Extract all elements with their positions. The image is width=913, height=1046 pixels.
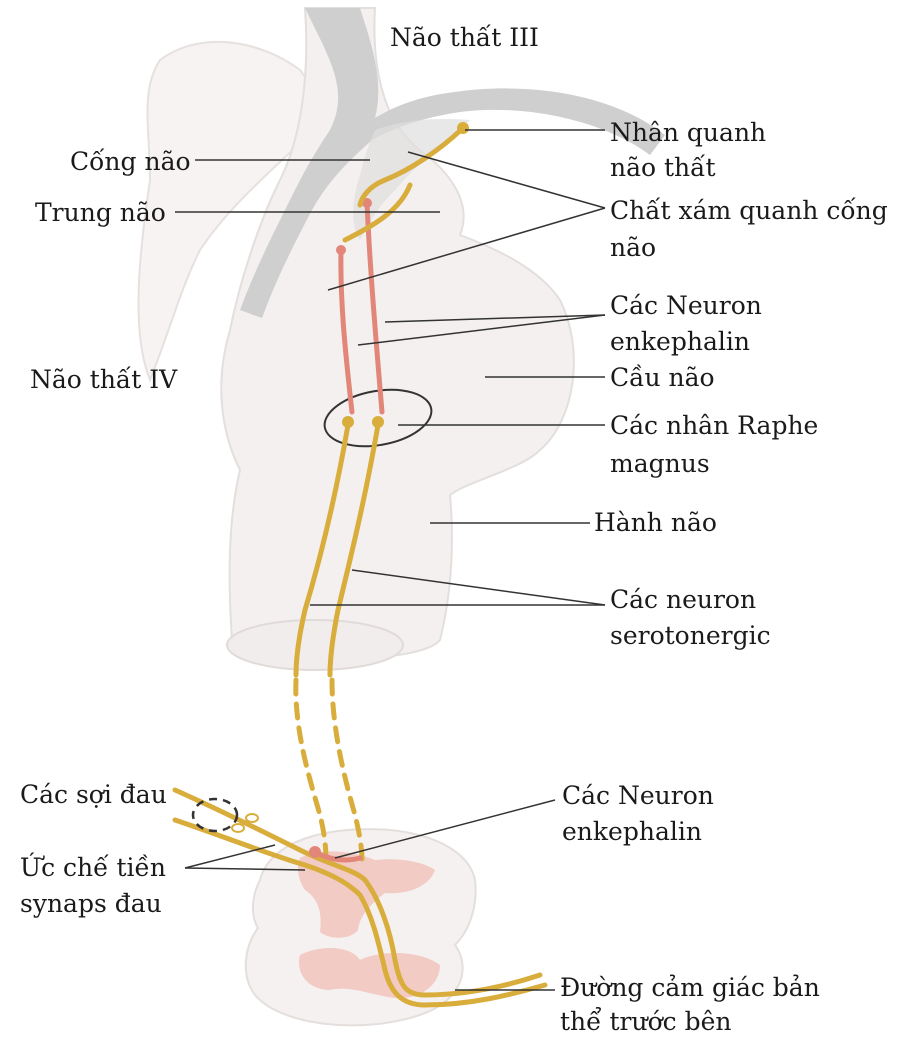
label-raphe-magnus: magnus — [610, 446, 710, 481]
label-presynaptic-inhibition: synaps đau — [20, 886, 162, 921]
enkephalin-cell-body — [336, 245, 346, 255]
label-medulla: Hành não — [594, 505, 717, 540]
label-midbrain: Trung não — [35, 195, 166, 230]
label-serotonergic-neurons: serotonergic — [610, 618, 771, 653]
label-presynaptic-inhibition: Ức chế tiền — [20, 850, 166, 885]
serotonergic-dashed-left — [296, 680, 326, 860]
label-pain-fibers: Các sợi đau — [20, 777, 167, 812]
label-spinal-enkephalin-neurons: Các Neuron — [562, 778, 714, 813]
periventricular-cell-body — [457, 122, 469, 134]
label-periventricular-nucleus: não thất — [610, 150, 716, 185]
label-anterolateral-pathway: Đường cảm giác bản — [560, 970, 820, 1005]
label-periaqueductal-gray: não — [610, 230, 656, 265]
label-aqueduct: Cống não — [70, 144, 191, 179]
raphe-cell-body — [372, 416, 384, 428]
label-enkephalin-neurons: enkephalin — [610, 324, 750, 359]
label-periventricular-nucleus: Nhân quanh — [610, 115, 766, 150]
label-enkephalin-neurons: Các Neuron — [610, 288, 762, 323]
label-spinal-enkephalin-neurons: enkephalin — [562, 814, 702, 849]
medulla-cut-surface — [227, 620, 403, 670]
label-fourth-ventricle: Não thất IV — [30, 362, 177, 397]
label-third-ventricle: Não thất III — [390, 20, 539, 55]
spinal-enkephalin-cell-body — [309, 846, 321, 858]
raphe-cell-body — [342, 416, 354, 428]
label-pons: Cầu não — [610, 360, 715, 395]
label-anterolateral-pathway: thể trước bên — [560, 1004, 731, 1039]
label-serotonergic-neurons: Các neuron — [610, 582, 756, 617]
label-periaqueductal-gray: Chất xám quanh cống — [610, 193, 888, 228]
label-raphe-magnus: Các nhân Raphe — [610, 408, 818, 443]
